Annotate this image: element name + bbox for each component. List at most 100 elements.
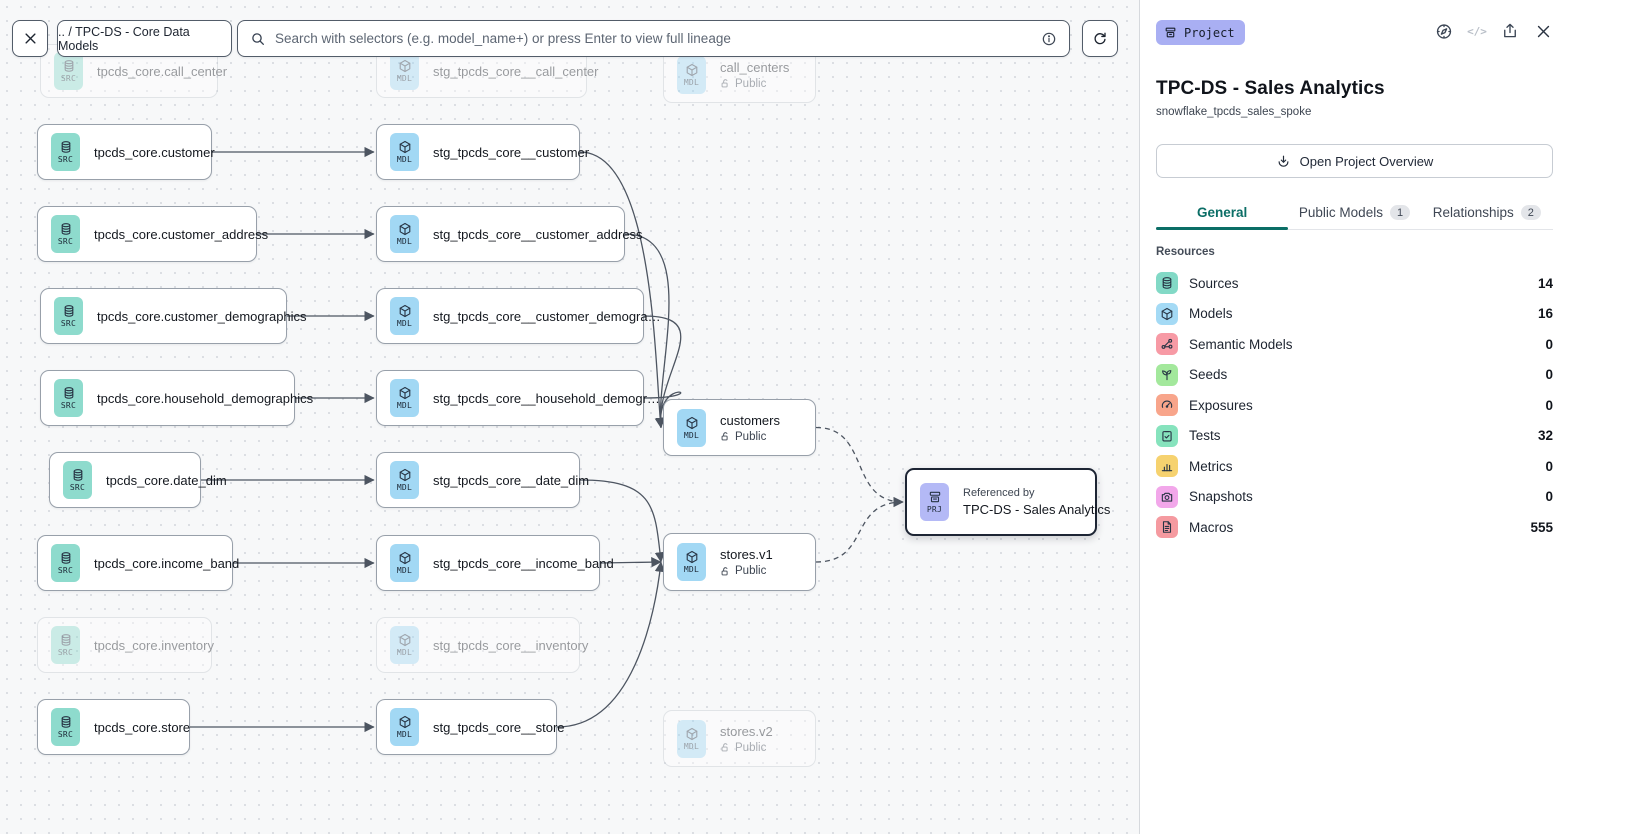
resource-row-models[interactable]: Models 16 <box>1156 299 1553 330</box>
resource-row-semantic-models[interactable]: Semantic Models 0 <box>1156 329 1553 360</box>
graph-node-stg_household_demographics[interactable]: MDL stg_tpcds_core__household_demogr… <box>376 370 660 426</box>
resource-label: Models <box>1189 306 1233 322</box>
graph-node-src_store[interactable]: SRC tpcds_core.store <box>37 699 190 755</box>
node-type-chip: MDL <box>390 52 419 90</box>
cube-icon <box>398 140 412 154</box>
graph-node-stores_v1[interactable]: MDL stores.v1 Public <box>663 533 816 591</box>
node-label: TPC-DS - Sales Analytics <box>963 502 1111 517</box>
project-overview-icon <box>1278 155 1289 167</box>
panel-tabs: General Public Models 1 Relationships 2 <box>1156 205 1553 230</box>
database-icon <box>59 551 73 565</box>
node-label: tpcds_core.date_dim <box>106 472 227 488</box>
database-icon <box>62 59 76 73</box>
relationships-count-badge: 2 <box>1520 205 1541 220</box>
clipboard-check-icon <box>1156 424 1178 447</box>
graph-node-src_household_demographics[interactable]: SRC tpcds_core.household_demographics <box>40 370 313 426</box>
node-label: customers <box>720 412 780 428</box>
tab-relationships[interactable]: Relationships 2 <box>1421 205 1553 229</box>
resource-row-seeds[interactable]: Seeds 0 <box>1156 360 1553 391</box>
explore-compass-icon[interactable] <box>1435 22 1453 40</box>
node-label: stg_tpcds_core__date_dim <box>433 472 590 488</box>
node-label: tpcds_core.customer <box>94 144 215 160</box>
lineage-canvas[interactable]: SRC tpcds_core.call_center MDL stg_tpcds… <box>0 0 1139 834</box>
node-type-chip: MDL <box>390 626 419 664</box>
resource-row-metrics[interactable]: Metrics 0 <box>1156 451 1553 482</box>
graph-node-src_date_dim[interactable]: SRC tpcds_core.date_dim <box>49 452 227 508</box>
project-badge-label: Project <box>1184 25 1235 40</box>
tab-general[interactable]: General <box>1156 205 1289 230</box>
graph-node-stg_income_band[interactable]: MDL stg_tpcds_core__income_band <box>376 535 614 591</box>
project-icon <box>928 490 942 504</box>
resource-row-tests[interactable]: Tests 32 <box>1156 421 1553 452</box>
graph-node-stg_customer[interactable]: MDL stg_tpcds_core__customer <box>376 124 589 180</box>
resource-count: 0 <box>1545 489 1553 505</box>
page-title: TPC-DS - Sales Analytics <box>1156 78 1385 99</box>
edge-stores_v1-to-prj <box>815 496 904 563</box>
close-lineage-button[interactable] <box>12 20 48 57</box>
bar-chart-icon <box>1156 455 1178 478</box>
graph-node-src_customer_demographics[interactable]: SRC tpcds_core.customer_demographics <box>40 288 307 344</box>
open-project-overview-button[interactable]: Open Project Overview <box>1156 144 1553 178</box>
lock-open-icon <box>721 432 728 441</box>
resource-count: 14 <box>1537 275 1553 291</box>
graph-node-src_income_band[interactable]: SRC tpcds_core.income_band <box>37 535 240 591</box>
node-pre-label: Referenced by <box>963 487 1035 499</box>
node-access-badge: Public <box>720 78 789 90</box>
graph-node-src_inventory[interactable]: SRC tpcds_core.inventory <box>37 617 214 673</box>
node-type-chip: SRC <box>63 461 92 499</box>
graph-node-stg_customer_address[interactable]: MDL stg_tpcds_core__customer_address <box>376 206 643 262</box>
edge-stg_household_demographics-to-customers <box>643 391 682 429</box>
resource-count: 555 <box>1530 519 1553 535</box>
close-panel-icon[interactable] <box>1534 22 1552 40</box>
graph-node-prj[interactable]: PRJ Referenced by TPC-DS - Sales Analyti… <box>905 468 1111 536</box>
database-icon <box>71 468 85 482</box>
node-type-chip: SRC <box>51 133 80 171</box>
cube-icon <box>398 551 412 565</box>
info-icon[interactable] <box>1041 31 1057 47</box>
breadcrumb[interactable]: .. / TPC-DS - Core Data Models <box>57 20 232 57</box>
lock-open-icon <box>721 743 728 752</box>
edge-stg_store-to-stores_v1 <box>556 561 666 728</box>
database-icon <box>62 386 76 400</box>
resource-label: Snapshots <box>1189 489 1253 505</box>
graph-node-customers[interactable]: MDL customers Public <box>663 399 816 456</box>
node-label: stg_tpcds_core__customer_address <box>433 226 643 242</box>
resource-row-snapshots[interactable]: Snapshots 0 <box>1156 482 1553 513</box>
resource-row-exposures[interactable]: Exposures 0 <box>1156 390 1553 421</box>
edge-stg_income_band-to-stores_v1 <box>599 556 662 568</box>
share-icon[interactable] <box>1501 22 1519 40</box>
node-type-chip: SRC <box>51 215 80 253</box>
search-icon <box>250 31 266 47</box>
tab-public-models[interactable]: Public Models 1 <box>1288 205 1420 229</box>
cube-icon <box>398 304 412 318</box>
graph-node-stg_date_dim[interactable]: MDL stg_tpcds_core__date_dim <box>376 452 590 508</box>
cube-icon <box>398 633 412 647</box>
cube-icon <box>398 468 412 482</box>
node-label: tpcds_core.income_band <box>94 555 240 571</box>
graph-node-stg_store[interactable]: MDL stg_tpcds_core__store <box>376 699 565 755</box>
resource-row-sources[interactable]: Sources 14 <box>1156 268 1553 299</box>
node-label: stg_tpcds_core__call_center <box>433 63 599 79</box>
refresh-lineage-button[interactable] <box>1082 20 1118 57</box>
lineage-nodes-layer: SRC tpcds_core.call_center MDL stg_tpcds… <box>37 44 1111 767</box>
node-label: call_centers <box>720 59 790 75</box>
cube-icon <box>398 222 412 236</box>
graph-node-src_customer_address[interactable]: SRC tpcds_core.customer_address <box>37 206 268 262</box>
graph-node-stores_v2[interactable]: MDL stores.v2 Public <box>663 710 816 767</box>
resource-row-macros[interactable]: Macros 555 <box>1156 512 1553 543</box>
search-input[interactable] <box>275 31 1032 46</box>
node-type-chip: MDL <box>390 297 419 335</box>
graph-node-src_customer[interactable]: SRC tpcds_core.customer <box>37 124 215 180</box>
resource-label: Sources <box>1189 275 1239 291</box>
graph-node-stg_inventory[interactable]: MDL stg_tpcds_core__inventory <box>376 617 588 673</box>
lineage-toolbar: .. / TPC-DS - Core Data Models <box>12 20 1139 57</box>
node-type-chip: MDL <box>390 461 419 499</box>
node-type-chip: MDL <box>390 133 419 171</box>
resource-label: Tests <box>1189 428 1221 444</box>
graph-node-stg_customer_demographics[interactable]: MDL stg_tpcds_core__customer_demogra… <box>376 288 661 344</box>
node-access-badge: Public <box>720 565 773 577</box>
semantic-graph-icon <box>1156 333 1178 356</box>
resource-count: 0 <box>1545 336 1553 352</box>
code-icon[interactable]: </> <box>1467 24 1487 38</box>
search-bar[interactable] <box>237 20 1070 57</box>
